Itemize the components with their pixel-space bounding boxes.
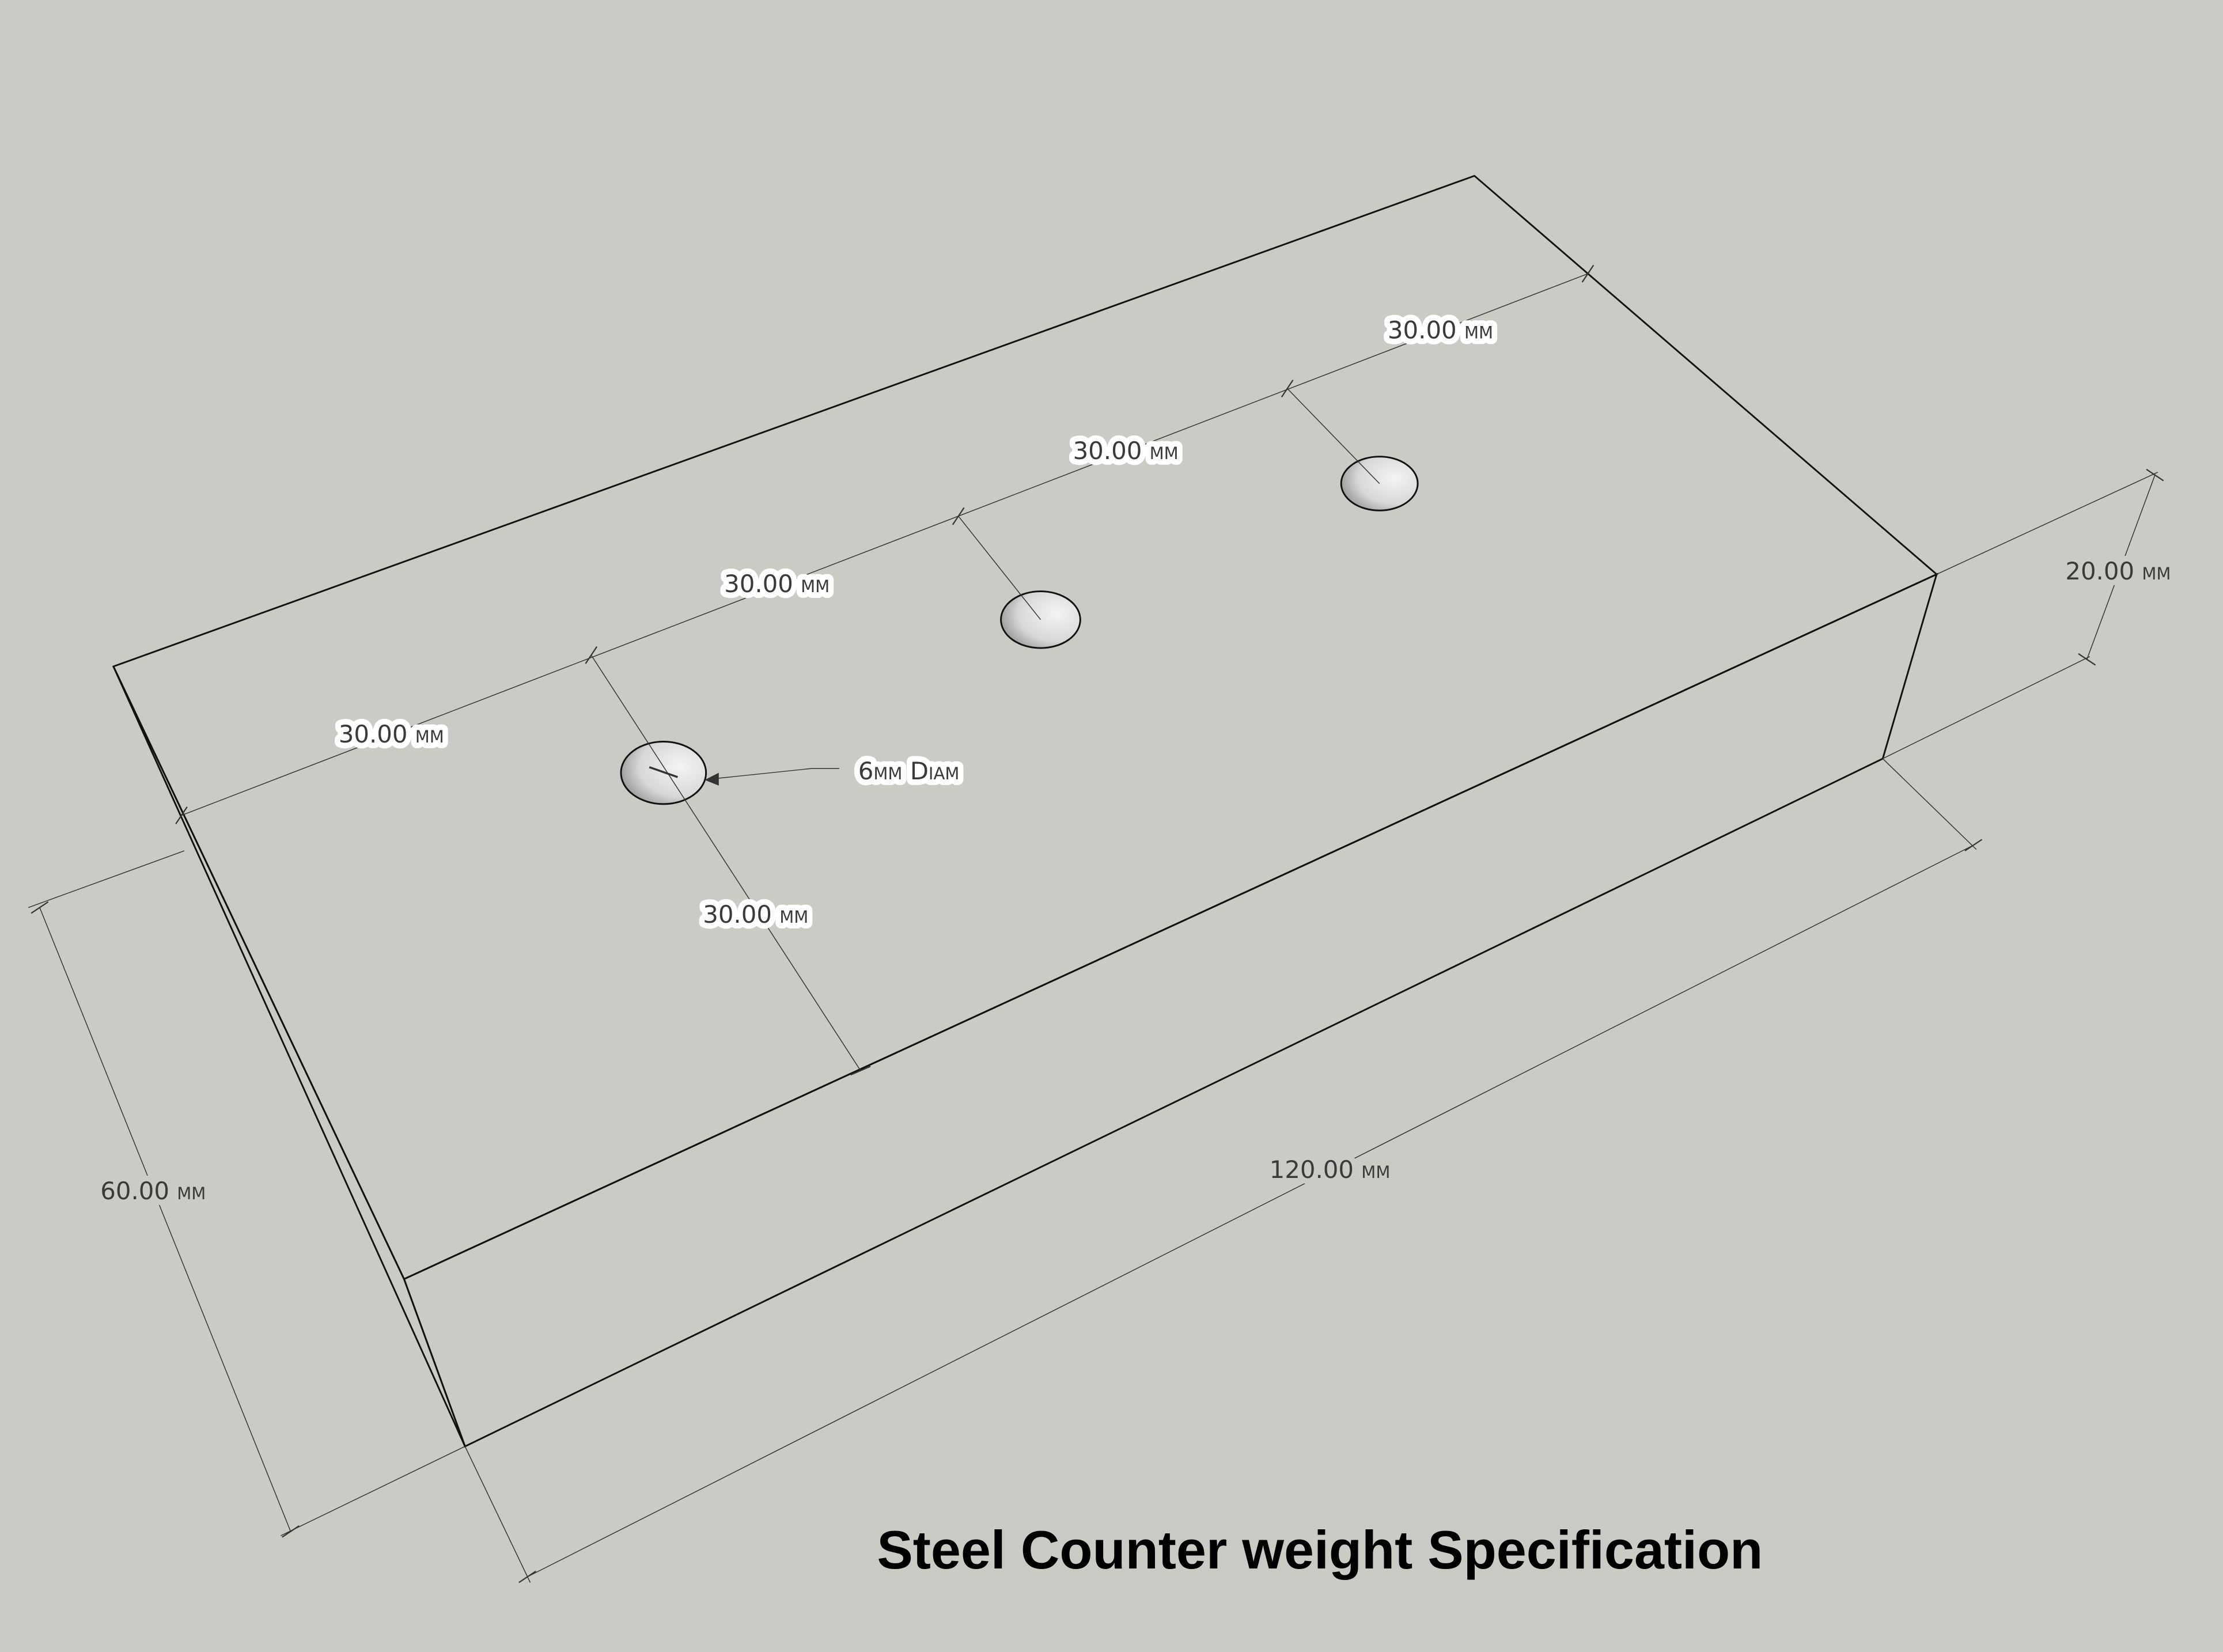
dim-label-hole-offset: 30.00 mm [703,900,808,929]
diameter-leader [705,768,839,786]
dim-label-length: 120.00 mm [1270,1155,1391,1184]
hole-center-mark [649,766,678,778]
length-dimension [464,758,1983,1583]
dim-label-width: 60.00 mm [100,1177,206,1205]
height-dimension [1883,468,2164,759]
side-face [112,666,466,1447]
dim-label-height: 20.00 mm [2065,557,2171,585]
hole-3 [1340,456,1419,511]
width-dimension [28,850,465,1538]
dim-label-spacing-4: 30.00 mm [1388,316,1493,344]
front-face [403,573,1938,1448]
dim-label-diameter: 6mm Diam [858,757,960,785]
dim-label-spacing-2: 30.00 mm [724,570,830,598]
leader-arrow-icon [705,772,719,786]
dim-label-spacing-1: 30.00 mm [339,720,444,748]
dim-label-spacing-3: 30.00 mm [1073,437,1179,465]
hole-spacing-dimension [175,264,1595,1076]
drawing-title: Steel Counter weight Specification [877,1520,1763,1580]
